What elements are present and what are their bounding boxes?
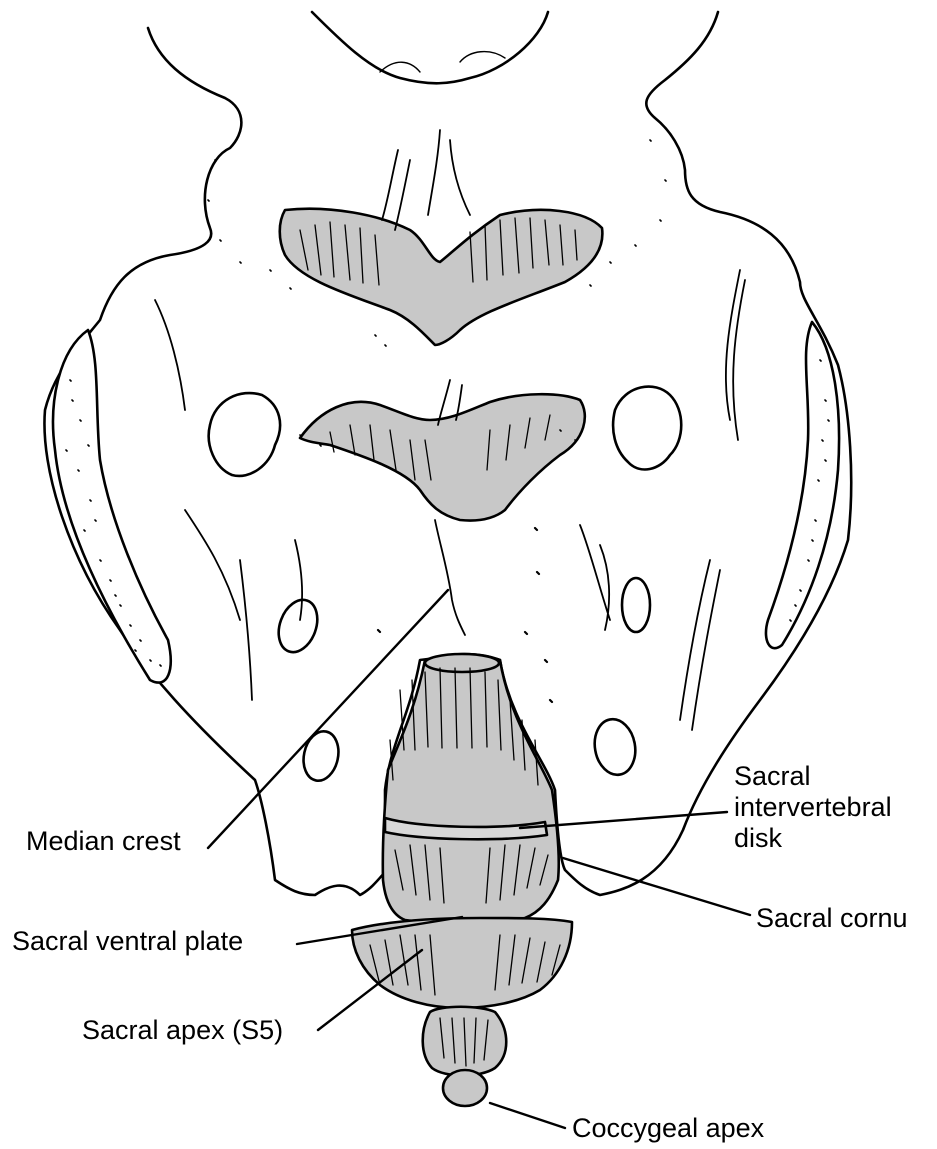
label-disk-line-2: intervertebral xyxy=(734,792,892,823)
label-ventral-plate: Sacral ventral plate xyxy=(12,926,243,957)
label-coccygeal-apex: Coccygeal apex xyxy=(572,1113,764,1144)
label-sacral-apex: Sacral apex (S5) xyxy=(82,1015,283,1046)
leader-coccygeal-apex xyxy=(490,1103,565,1128)
label-disk-line-3: disk xyxy=(734,823,892,854)
lower-body-top xyxy=(425,654,499,672)
sacral-apex xyxy=(352,918,572,1008)
foramen-right-2 xyxy=(622,578,650,632)
label-disk-line-1: Sacral xyxy=(734,761,892,792)
coccygeal-apex-shape xyxy=(443,1070,487,1106)
label-intervertebral-disk: Sacral intervertebral disk xyxy=(734,761,892,854)
label-median-crest: Median crest xyxy=(26,826,181,857)
label-sacral-cornu: Sacral cornu xyxy=(756,903,908,934)
